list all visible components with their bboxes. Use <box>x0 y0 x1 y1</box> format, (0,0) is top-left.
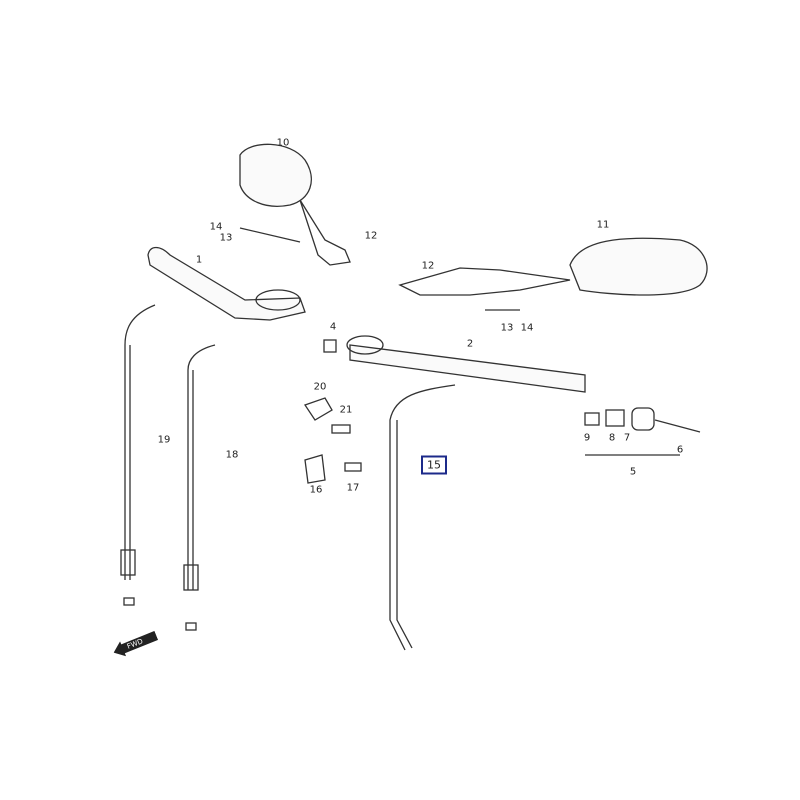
cables <box>120 304 456 651</box>
callout-2: 2 <box>466 338 474 350</box>
callout-18: 18 <box>225 449 239 461</box>
callout-13-right: 13 <box>500 322 514 334</box>
callout-5: 5 <box>629 466 637 478</box>
callout-7: 7 <box>623 432 631 444</box>
callout-4: 4 <box>329 321 337 333</box>
small-parts <box>303 397 701 484</box>
callout-20: 20 <box>313 381 327 393</box>
callout-1: 1 <box>195 254 203 266</box>
callout-17: 17 <box>346 482 360 494</box>
left-mirror <box>239 143 351 266</box>
callout-12-right: 12 <box>421 260 435 272</box>
callout-10: 10 <box>276 137 290 149</box>
callout-15-highlighted[interactable]: 15 <box>421 455 447 475</box>
callout-21: 21 <box>339 404 353 416</box>
callout-13: 13 <box>219 232 233 244</box>
callout-6: 6 <box>676 444 684 456</box>
callout-19: 19 <box>157 434 171 446</box>
callout-8: 8 <box>608 432 616 444</box>
callout-12: 12 <box>364 230 378 242</box>
callout-11: 11 <box>596 219 610 231</box>
callout-14-right: 14 <box>520 322 534 334</box>
callout-14: 14 <box>209 221 223 233</box>
right-mirror <box>398 237 708 311</box>
callout-9: 9 <box>583 432 591 444</box>
right-handlebar <box>323 335 586 393</box>
left-handlebar <box>147 246 306 321</box>
callout-16: 16 <box>309 484 323 496</box>
